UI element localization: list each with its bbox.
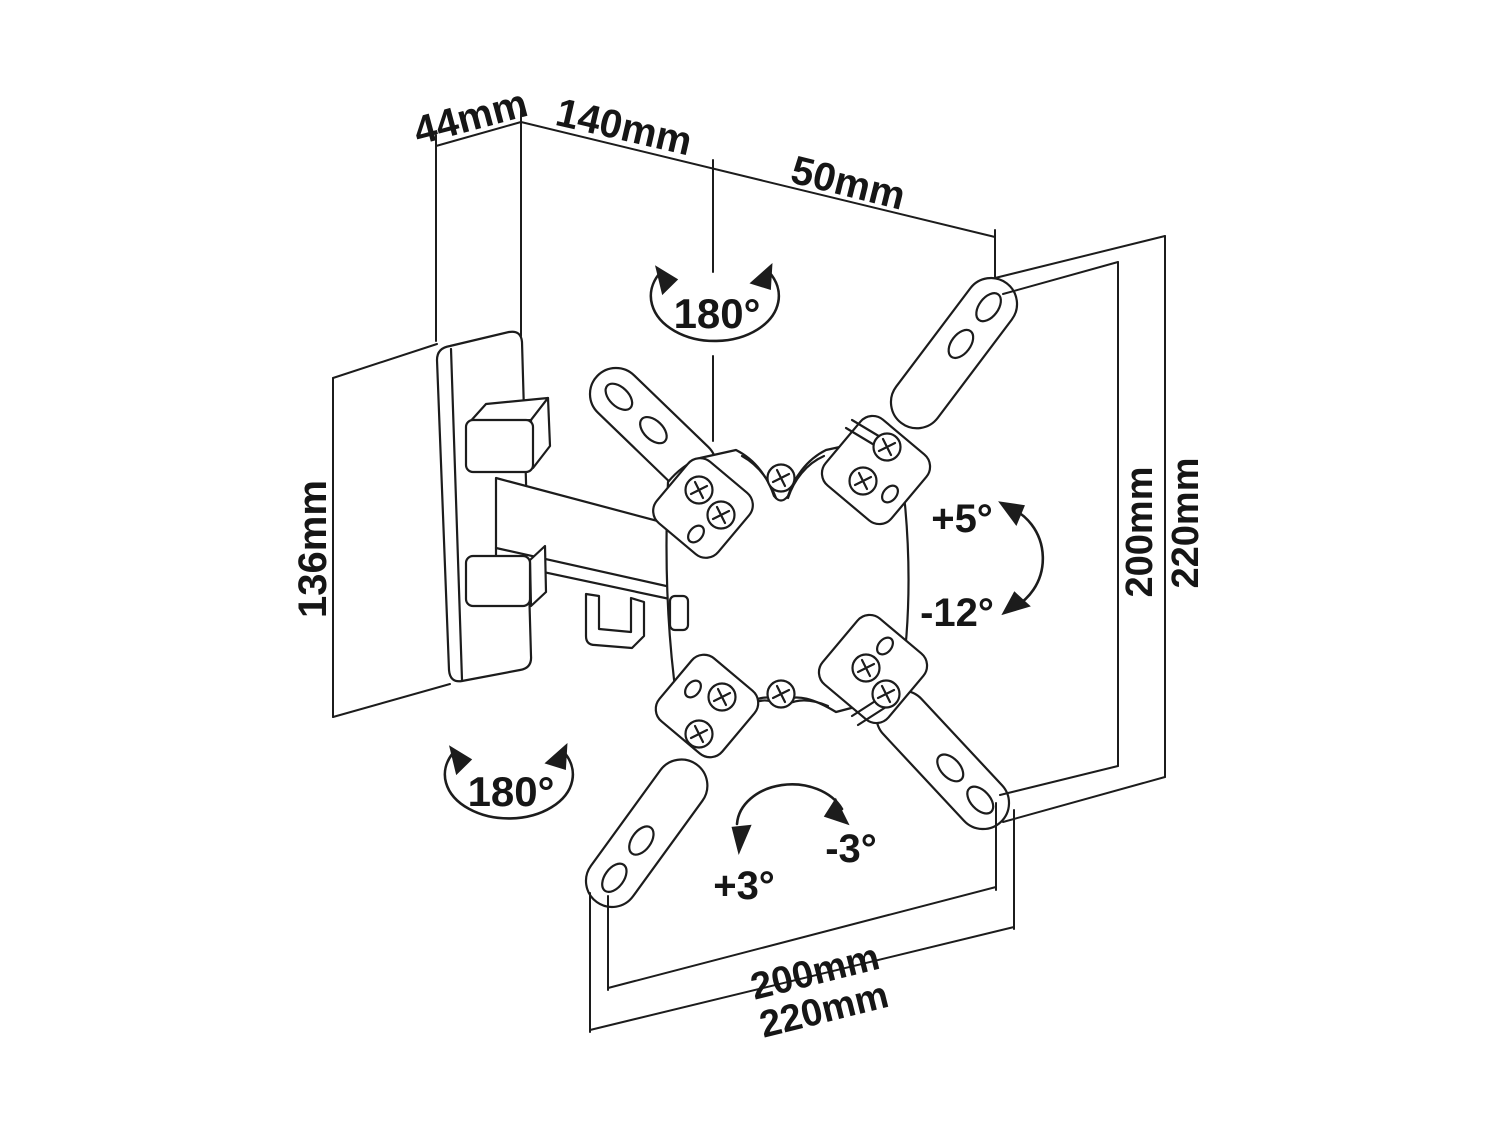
dim-label-136mm: 136mm	[291, 480, 335, 618]
wall-plate-edge-line	[449, 347, 464, 682]
dimension-lines-right	[994, 235, 1166, 823]
arrow-icon	[544, 742, 568, 771]
angle-label-swivel-top: 180°	[674, 290, 761, 337]
vesa-pad-top-right	[820, 414, 932, 526]
dim-label-50mm: 50mm	[787, 148, 910, 219]
arrow-icon	[749, 262, 773, 291]
dim-label-140mm: 140mm	[552, 90, 696, 164]
arrow-icon	[823, 797, 850, 826]
vesa-pad-top-left	[652, 457, 754, 559]
dimension-lines-left	[332, 343, 451, 718]
dimension-lines-bottom	[589, 802, 1015, 1033]
angle-label-swivel-arm: 180°	[468, 768, 555, 815]
plate-hinge-knuckle	[668, 594, 690, 632]
arrow-icon	[998, 501, 1025, 526]
vesa-pad-bottom-left	[654, 653, 760, 759]
angle-label-rotate-ccw: -3°	[825, 827, 877, 871]
arrow-icon	[731, 824, 752, 856]
arrow-icon	[1001, 591, 1031, 616]
dimension-lines-top	[435, 109, 996, 442]
dim-label-right-220mm: 220mm	[1165, 458, 1207, 589]
vesa-arm-top-right	[889, 276, 1019, 430]
dim-label-right-200mm: 200mm	[1119, 467, 1161, 598]
rotate-arc	[731, 783, 850, 856]
arrow-icon	[449, 745, 473, 776]
cable-hook-icon	[584, 592, 646, 650]
swivel-arc-top	[649, 262, 781, 343]
angle-label-tilt-down: -12°	[920, 591, 994, 635]
swivel-arc-arm	[443, 742, 575, 820]
angle-label-tilt-up: +5°	[931, 497, 993, 541]
tilt-arc	[998, 501, 1045, 616]
dim-label-44mm: 44mm	[409, 81, 532, 153]
arm-clamp-lower	[464, 544, 548, 608]
angle-label-rotate-cw: +3°	[713, 864, 775, 908]
screw-icons	[684, 432, 902, 749]
arrow-icon	[655, 265, 679, 296]
arm-clamp-upper	[464, 396, 552, 474]
vesa-arm-bottom-left	[584, 758, 709, 909]
